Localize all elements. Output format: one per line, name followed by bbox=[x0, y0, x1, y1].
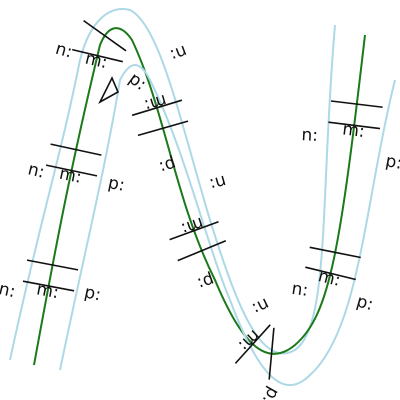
middle-lane-label: m: bbox=[234, 325, 264, 355]
middle-lane-label: m: bbox=[83, 48, 109, 73]
inner-lane-label: p: bbox=[354, 291, 375, 315]
tie-mark bbox=[50, 143, 102, 156]
outer-lane-label: n: bbox=[249, 293, 273, 318]
outer-lane-label: n: bbox=[26, 159, 47, 182]
outer-lane-label: n: bbox=[53, 39, 74, 63]
inner-lane-label: p: bbox=[258, 383, 284, 400]
tie-mark bbox=[309, 246, 361, 259]
tie-mark bbox=[137, 120, 189, 137]
marker-layer bbox=[98, 76, 120, 104]
tie-mark bbox=[45, 164, 98, 177]
tie-mark bbox=[234, 324, 271, 364]
outer-lane-label: n: bbox=[167, 41, 190, 66]
outer-lane-label: n: bbox=[301, 125, 318, 146]
tie-mark bbox=[268, 327, 275, 380]
tie-mark bbox=[22, 280, 75, 292]
middle-lane-label: m: bbox=[35, 279, 61, 303]
tie-mark bbox=[330, 100, 383, 108]
inner-lane-label: p: bbox=[82, 282, 102, 305]
left-edge-line bbox=[9, 8, 336, 361]
right-edge-line bbox=[59, 64, 396, 386]
center-line bbox=[33, 27, 366, 366]
middle-lane-label: m: bbox=[57, 164, 83, 188]
tie-mark bbox=[83, 19, 127, 52]
middle-lane-label: m: bbox=[341, 119, 366, 142]
tie-mark bbox=[131, 99, 183, 117]
outer-lane-label: n: bbox=[207, 171, 228, 195]
tie-mark bbox=[305, 266, 356, 281]
middle-lane-label: m: bbox=[316, 266, 343, 291]
tie-layer bbox=[22, 19, 383, 380]
outer-lane-label: n: bbox=[290, 279, 309, 301]
tie-mark bbox=[26, 259, 79, 271]
inner-lane-label: p: bbox=[156, 153, 178, 177]
inner-lane-label: p: bbox=[195, 269, 217, 293]
rail-layer bbox=[9, 8, 396, 386]
tie-mark bbox=[72, 48, 123, 63]
outer-lane-label: n: bbox=[0, 279, 17, 302]
label-layer: n:m:p:n:m:p:n:m:p:n:m:p:n:m:p:n:m:p:n:m:… bbox=[0, 39, 400, 400]
inner-lane-label: p: bbox=[106, 173, 126, 196]
inner-lane-label: p: bbox=[384, 151, 400, 174]
tie-mark bbox=[177, 240, 227, 262]
tie-mark bbox=[169, 221, 219, 241]
tie-mark bbox=[328, 121, 381, 130]
direction-arrow-icon bbox=[98, 76, 120, 104]
